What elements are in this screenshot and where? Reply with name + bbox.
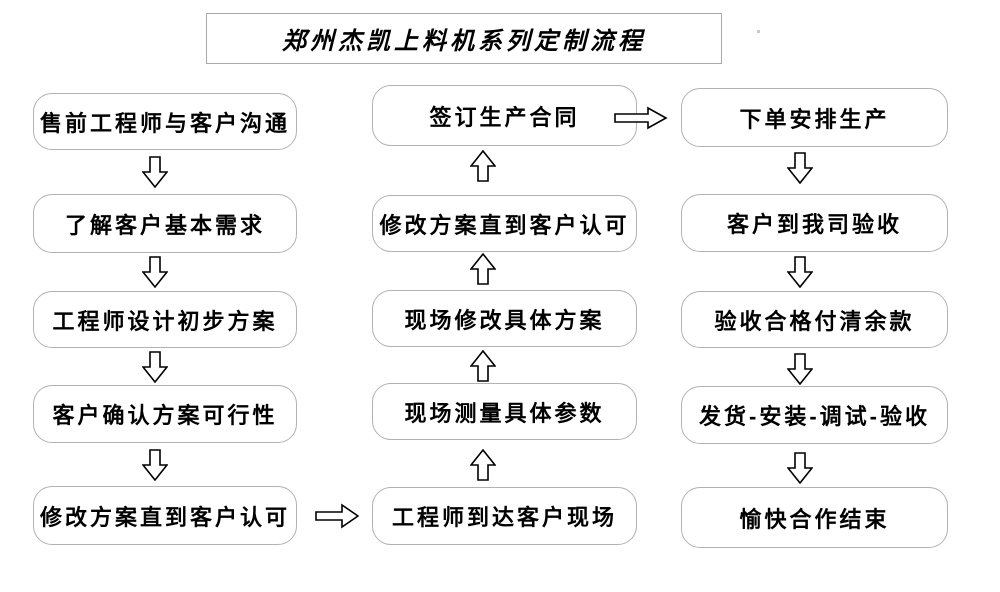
node-onsite-measure-parameters: 现场测量具体参数 (372, 383, 637, 440)
node-happy-cooperation-end: 愉快合作结束 (681, 487, 948, 548)
arrow-up-icon (470, 150, 496, 182)
node-pay-remaining-balance: 验收合格付清余款 (681, 291, 948, 348)
arrow-right-icon (614, 106, 668, 130)
arrow-down-icon (142, 156, 168, 188)
node-understand-basic-needs: 了解客户基本需求 (33, 194, 297, 253)
arrow-down-icon (142, 449, 168, 481)
arrow-up-icon (470, 253, 496, 285)
node-customer-acceptance-visit: 客户到我司验收 (681, 194, 948, 252)
node-revise-until-approved-middle: 修改方案直到客户认可 (372, 195, 637, 252)
arrow-up-icon (470, 350, 496, 382)
arrow-up-icon (470, 449, 496, 481)
stray-dot (757, 30, 760, 33)
node-ship-install-debug-accept: 发货-安装-调试-验收 (681, 386, 948, 444)
node-place-order-production: 下单安排生产 (681, 88, 948, 147)
arrow-down-icon (142, 351, 168, 383)
arrow-down-icon (787, 152, 813, 184)
flow-title: 郑州杰凯上料机系列定制流程 (282, 26, 646, 55)
node-onsite-modify-plan: 现场修改具体方案 (372, 290, 637, 347)
arrow-down-icon (142, 256, 168, 288)
node-engineer-arrive-site: 工程师到达客户现场 (372, 487, 637, 545)
node-sign-production-contract: 签订生产合同 (372, 85, 637, 146)
arrow-down-icon (787, 256, 813, 288)
arrow-right-icon (315, 503, 359, 529)
flow-title-box: 郑州杰凯上料机系列定制流程 (206, 13, 722, 64)
arrow-down-icon (787, 452, 813, 484)
node-presale-communication: 售前工程师与客户沟通 (33, 93, 297, 150)
node-customer-confirm-feasibility: 客户确认方案可行性 (33, 385, 297, 443)
node-engineer-initial-design: 工程师设计初步方案 (33, 291, 297, 348)
node-revise-until-approved-left: 修改方案直到客户认可 (33, 486, 297, 545)
arrow-down-icon (787, 353, 813, 385)
